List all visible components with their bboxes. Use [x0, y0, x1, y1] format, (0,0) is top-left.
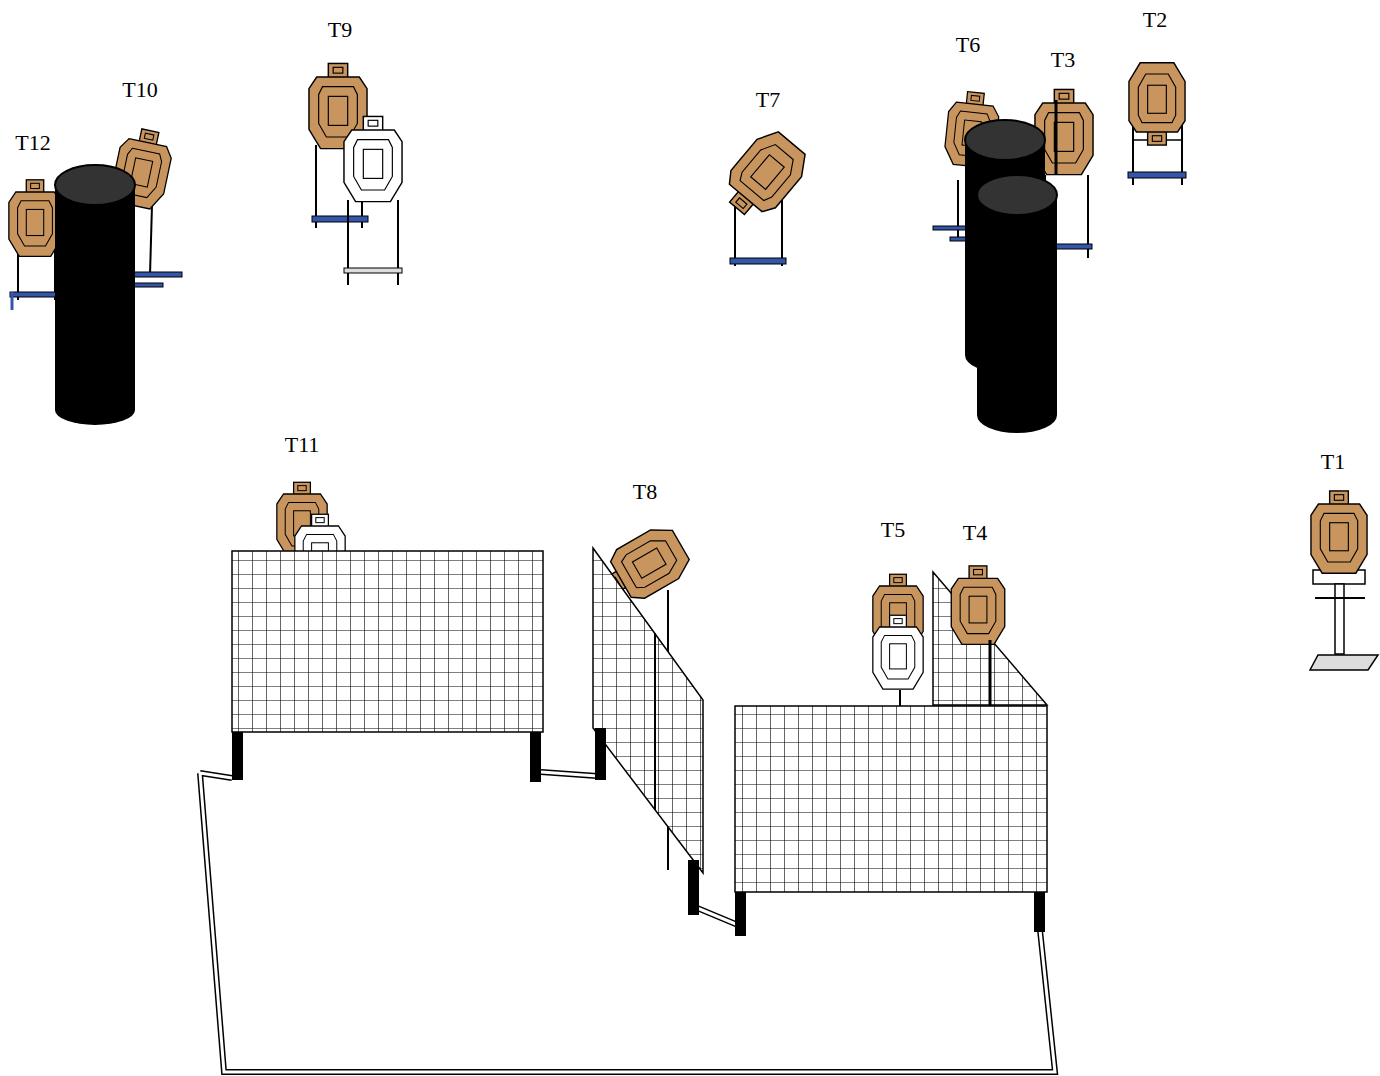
- target-label: T11: [285, 434, 320, 456]
- mesh-wall: [593, 548, 703, 915]
- mesh-wall: [232, 551, 543, 782]
- target-t7: [715, 124, 814, 266]
- target-label: T1: [1321, 451, 1345, 473]
- target-label: T2: [1143, 9, 1167, 31]
- mesh-wall: [735, 706, 1047, 936]
- target-label: T5: [881, 519, 905, 541]
- target-label: T3: [1051, 49, 1075, 71]
- target-t9: [309, 63, 402, 285]
- target-t4: [951, 566, 1004, 706]
- target-label: T12: [15, 132, 50, 154]
- target-label: T4: [963, 522, 987, 544]
- barrel: [977, 175, 1057, 433]
- target-label: T6: [956, 34, 980, 56]
- target-t1: [1310, 491, 1378, 670]
- target-label: T9: [328, 19, 352, 41]
- target-label: T8: [633, 481, 657, 503]
- target-t5: [873, 574, 923, 706]
- barrel: [55, 165, 135, 425]
- target-label: T7: [756, 89, 780, 111]
- target-label: T10: [122, 79, 157, 101]
- target-t2: [1128, 63, 1186, 185]
